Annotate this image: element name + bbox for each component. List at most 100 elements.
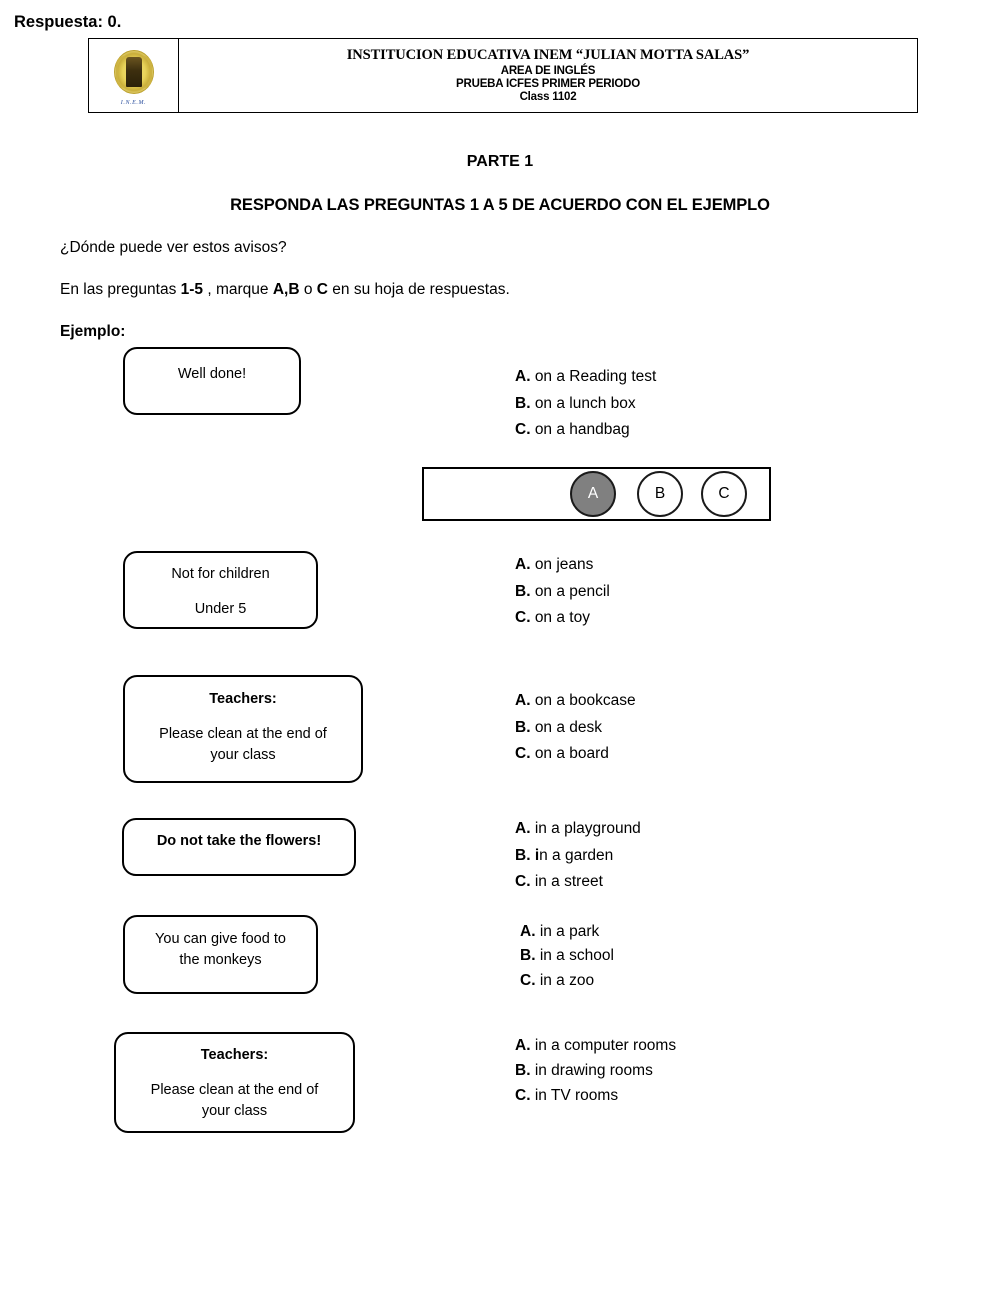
answer-key-label: Respuesta: 0.: [14, 13, 122, 31]
option-row: B. in a school: [520, 944, 614, 968]
option-letter: C.: [515, 1087, 531, 1105]
document-header-table: I.N.E.M. INSTITUCION EDUCATIVA INEM “JUL…: [88, 38, 918, 113]
option-row: B. on a lunch box: [515, 391, 656, 418]
directions-last-choice: C: [316, 281, 328, 298]
directions-pre: En las preguntas: [60, 281, 181, 298]
option-letter: B.: [515, 846, 531, 864]
notice-line: your class: [201, 1103, 268, 1120]
answer-bubble-a[interactable]: A: [570, 471, 616, 517]
header-text-cell: INSTITUCION EDUCATIVA INEM “JULIAN MOTTA…: [179, 39, 917, 112]
area-name: AREA DE INGLÉS: [500, 65, 596, 77]
option-text: on a board: [534, 745, 609, 763]
options-example: A. on a Reading test B. on a lunch box C…: [515, 364, 656, 444]
option-letter: C.: [515, 609, 531, 627]
prompt-directions: En las preguntas 1-5 , marque A,B o C en…: [60, 281, 510, 299]
option-letter: B.: [520, 947, 536, 965]
page-title: PARTE 1: [466, 153, 534, 170]
option-row: C. on a handbag: [515, 417, 656, 444]
notice-box-question-1: Not for children Under 5: [123, 551, 318, 629]
option-row: C. on a toy: [515, 605, 610, 632]
class-name: Class 1102: [519, 91, 577, 103]
option-text: in a street: [534, 873, 603, 891]
option-row: C. in TV rooms: [515, 1083, 676, 1108]
header-logo-cell: I.N.E.M.: [89, 39, 179, 112]
option-letter: B.: [515, 394, 531, 412]
exam-name: PRUEBA ICFES PRIMER PERIODO: [456, 78, 640, 90]
prompt-question: ¿Dónde puede ver estos avisos?: [60, 239, 287, 256]
options-question-1: A. on jeans B. on a pencil C. on a toy: [515, 552, 610, 632]
option-text-bold-lead: i: [534, 846, 540, 864]
answer-bubble-c[interactable]: C: [701, 471, 747, 517]
notice-line: Teachers:: [209, 691, 277, 707]
option-row: A. on a Reading test: [515, 364, 656, 391]
option-letter: A.: [520, 923, 536, 940]
option-row: B. on a pencil: [515, 579, 610, 606]
option-letter: A.: [515, 1037, 531, 1054]
school-crest-icon: [113, 48, 155, 98]
option-text: on a lunch box: [534, 394, 636, 412]
option-letter: C.: [515, 745, 531, 763]
instruction-heading: RESPONDA LAS PREGUNTAS 1 A 5 DE ACUERDO …: [230, 196, 770, 214]
directions-post: en su hoja de respuestas.: [327, 281, 510, 298]
option-letter: A.: [515, 368, 531, 385]
option-letter: B.: [515, 718, 531, 736]
option-letter: C.: [515, 873, 531, 891]
option-text: in a playground: [534, 820, 641, 837]
option-text: on a bookcase: [534, 692, 636, 709]
option-row: A. in a park: [520, 920, 614, 944]
directions-range: 1-5: [180, 281, 204, 298]
notice-spacer: [125, 585, 316, 599]
notice-line: your class: [210, 747, 276, 764]
directions-choices: A,B: [272, 281, 300, 298]
example-label: Ejemplo:: [60, 323, 126, 340]
option-letter: A.: [515, 820, 531, 837]
notice-box-question-4: You can give food to the monkeys: [123, 915, 318, 994]
option-letter: B.: [515, 1062, 531, 1080]
option-row: A. on jeans: [515, 552, 610, 579]
directions-or: o: [299, 281, 317, 298]
notice-line: Under 5: [194, 601, 247, 618]
notice-spacer: [116, 1066, 353, 1080]
option-row: C. in a street: [515, 869, 641, 896]
option-letter: A.: [515, 692, 531, 709]
option-text: in a zoo: [539, 971, 595, 989]
notice-box-example: Well done!: [123, 347, 301, 415]
option-text: in a school: [539, 947, 614, 965]
notice-line: Teachers:: [200, 1047, 269, 1063]
options-question-3: A. in a playground B. in a garden C. in …: [515, 816, 641, 896]
option-letter: C.: [520, 971, 536, 989]
notice-line: the monkeys: [179, 952, 262, 969]
option-text: n a garden: [539, 846, 614, 864]
option-letter: A.: [515, 556, 531, 573]
notice-line: Please clean at the end of: [150, 1082, 319, 1099]
option-row: A. on a bookcase: [515, 688, 636, 715]
option-text: on a pencil: [534, 582, 610, 600]
notice-box-question-3: Do not take the flowers!: [122, 818, 356, 876]
answer-bubble-b[interactable]: B: [637, 471, 683, 517]
directions-mid: , marque: [203, 281, 273, 298]
notice-spacer: [125, 710, 361, 724]
option-row: A. in a computer rooms: [515, 1033, 676, 1058]
option-row: A. in a playground: [515, 816, 641, 843]
options-question-4: A. in a park B. in a school C. in a zoo: [520, 920, 614, 993]
options-question-5: A. in a computer rooms B. in drawing roo…: [515, 1033, 676, 1108]
notice-box-question-5: Teachers: Please clean at the end of you…: [114, 1032, 355, 1133]
option-letter: C.: [515, 421, 531, 439]
notice-line: You can give food to: [155, 931, 286, 947]
option-text: on a toy: [534, 609, 590, 627]
option-row: B. on a desk: [515, 715, 636, 742]
options-question-2: A. on a bookcase B. on a desk C. on a bo…: [515, 688, 636, 768]
option-text: on a handbag: [534, 421, 630, 439]
option-letter: B.: [515, 582, 531, 600]
notice-box-question-2: Teachers: Please clean at the end of you…: [123, 675, 363, 783]
school-crest-subtitle: I.N.E.M.: [120, 99, 147, 106]
option-row: C. on a board: [515, 741, 636, 768]
option-text: in TV rooms: [534, 1087, 619, 1105]
notice-line: Well done!: [177, 366, 247, 382]
option-text: in a park: [539, 923, 600, 940]
notice-line: Do not take the flowers!: [156, 833, 322, 849]
option-row: C. in a zoo: [520, 969, 614, 993]
option-text: in drawing rooms: [534, 1062, 653, 1080]
option-row: B. in a garden: [515, 843, 641, 870]
option-text: on a desk: [534, 718, 603, 736]
